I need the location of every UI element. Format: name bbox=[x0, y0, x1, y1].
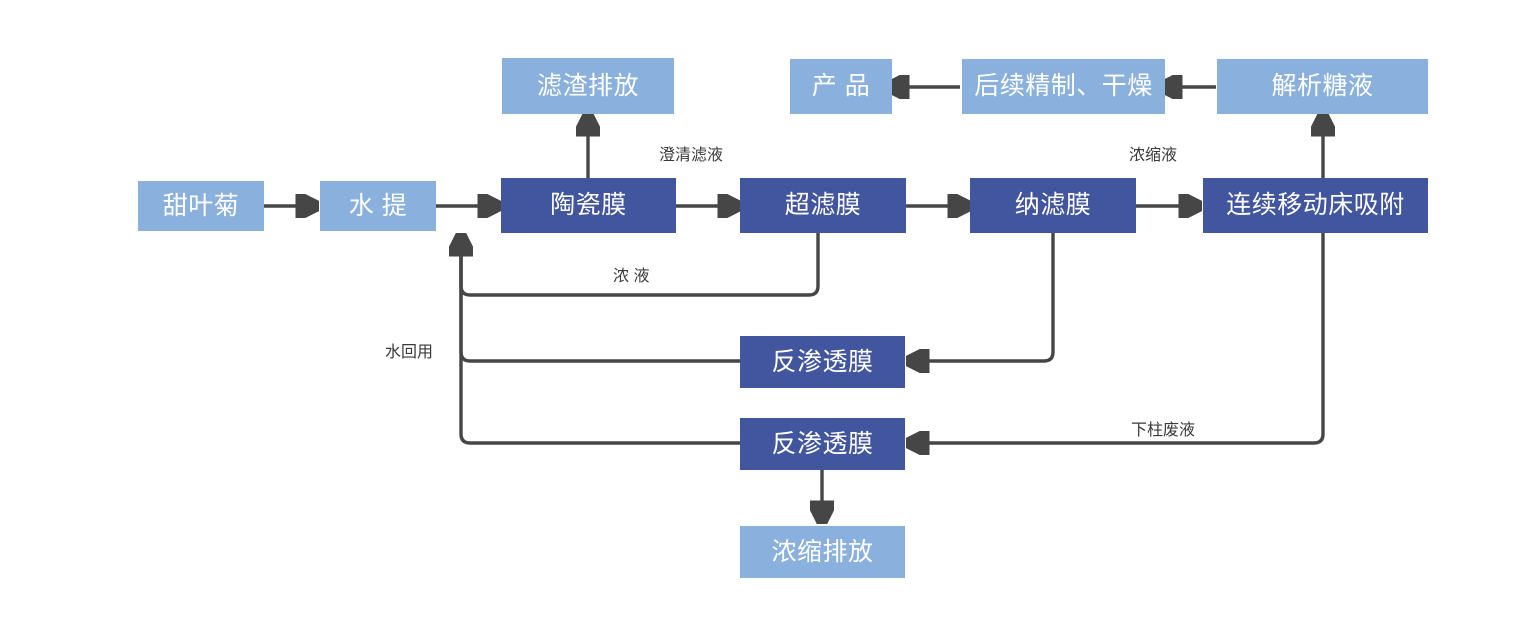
node-concentrate-discharge-label: 浓缩排放 bbox=[771, 537, 874, 566]
node-continuous-moving-bed-adsorption[interactable]: 连续移动床吸附 bbox=[1203, 178, 1428, 233]
arrow-ultrafilter-thick-liquid-recycle bbox=[461, 233, 820, 297]
node-product-label: 产 品 bbox=[811, 72, 871, 100]
edge-label-water-reuse: 水回用 bbox=[385, 344, 434, 361]
node-ultrafiltration-membrane[interactable]: 超滤膜 bbox=[740, 178, 906, 233]
node-reverse-osmosis-membrane-lower-label: 反渗透膜 bbox=[771, 429, 874, 458]
node-reverse-osmosis-membrane-lower[interactable]: 反渗透膜 bbox=[740, 418, 905, 470]
edge-label-column-waste-liquid: 下柱废液 bbox=[1131, 422, 1196, 439]
node-water-extract-label: 水 提 bbox=[348, 191, 408, 220]
node-stevia-label: 甜叶菊 bbox=[162, 191, 240, 220]
node-ceramic-membrane-label: 陶瓷膜 bbox=[550, 191, 627, 219]
node-stevia[interactable]: 甜叶菊 bbox=[138, 181, 264, 231]
node-refining-drying-label: 后续精制、干燥 bbox=[974, 72, 1153, 100]
node-ceramic-membrane[interactable]: 陶瓷膜 bbox=[501, 178, 676, 233]
edge-label-concentrated-liquid: 浓缩液 bbox=[1129, 147, 1178, 164]
node-continuous-moving-bed-adsorption-label: 连续移动床吸附 bbox=[1226, 191, 1405, 219]
node-filter-residue-discharge[interactable]: 滤渣排放 bbox=[502, 58, 674, 114]
node-reverse-osmosis-membrane-upper-label: 反渗透膜 bbox=[771, 347, 874, 376]
node-water-extract[interactable]: 水 提 bbox=[320, 181, 436, 231]
node-reverse-osmosis-membrane-upper[interactable]: 反渗透膜 bbox=[740, 336, 905, 388]
node-refining-drying[interactable]: 后续精制、干燥 bbox=[962, 59, 1165, 114]
node-nanofiltration-membrane-label: 纳滤膜 bbox=[1014, 191, 1092, 219]
node-ultrafiltration-membrane-label: 超滤膜 bbox=[784, 191, 862, 219]
node-filter-residue-discharge-label: 滤渣排放 bbox=[536, 71, 639, 100]
node-concentrate-discharge[interactable]: 浓缩排放 bbox=[740, 526, 905, 578]
node-desorbed-sugar-liquor[interactable]: 解析糖液 bbox=[1217, 59, 1428, 114]
node-desorbed-sugar-liquor-label: 解析糖液 bbox=[1271, 72, 1374, 100]
node-nanofiltration-membrane[interactable]: 纳滤膜 bbox=[970, 178, 1136, 233]
arrow-nanofilter-to-ro-upper bbox=[912, 233, 1055, 361]
arrow-ro-lower-water-reuse bbox=[459, 250, 740, 445]
edge-label-clarified-filtrate: 澄清滤液 bbox=[659, 147, 724, 164]
node-product[interactable]: 产 品 bbox=[790, 59, 892, 114]
arrow-moving-bed-to-ro-lower bbox=[912, 233, 1325, 443]
arrow-ro-upper-water-reuse bbox=[459, 245, 740, 363]
edge-label-thick-liquid: 浓 液 bbox=[613, 268, 650, 285]
